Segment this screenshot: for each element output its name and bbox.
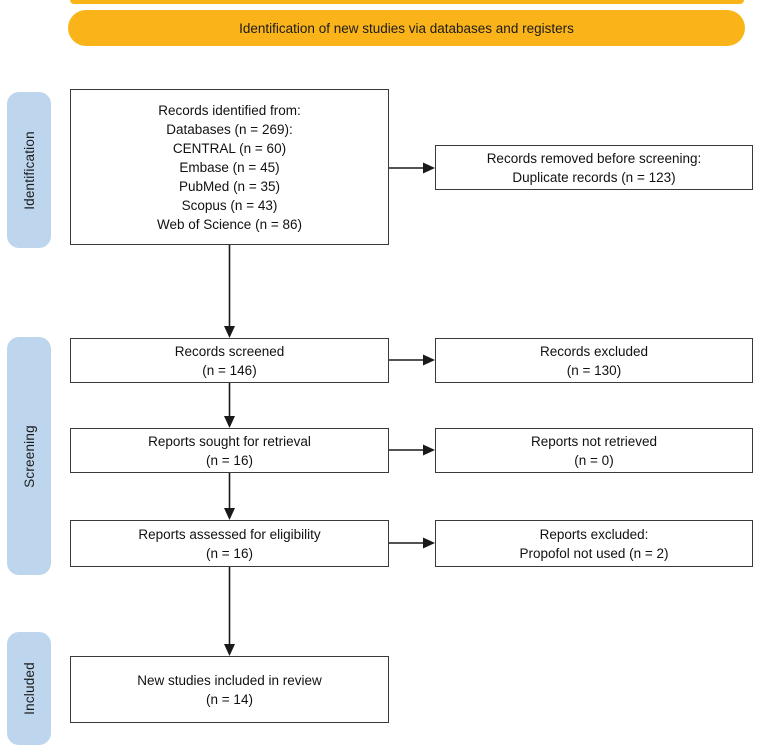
stage-identification-label: Identification — [21, 130, 37, 210]
arrow-screened-to-sought — [224, 383, 235, 428]
reports-excluded-line: Propofol not used (n = 2) — [519, 545, 669, 561]
box-records-identified: Records identified from: Databases (n = … — [70, 89, 389, 245]
records-identified-line: Scopus (n = 43) — [181, 197, 278, 213]
records-identified-line: Records identified from: — [158, 102, 301, 118]
records-screened-line: (n = 146) — [202, 362, 257, 378]
stage-included: Included — [7, 632, 51, 745]
arrow-identified-to-removed — [389, 162, 435, 174]
records-identified-line: Embase (n = 45) — [179, 159, 280, 175]
records-identified-line: CENTRAL (n = 60) — [172, 140, 287, 156]
box-new-studies-included: New studies included in review (n = 14) — [70, 656, 389, 723]
arrow-assessed-to-reports-excluded — [389, 537, 435, 549]
box-reports-not-retrieved: Reports not retrieved (n = 0) — [435, 428, 753, 473]
reports-not-retrieved-line: Reports not retrieved — [530, 433, 658, 449]
reports-sought-line: (n = 16) — [206, 452, 253, 468]
arrow-sought-to-assessed — [224, 473, 235, 520]
reports-sought-line: Reports sought for retrieval — [148, 433, 311, 449]
stage-screening: Screening — [7, 337, 51, 575]
records-excluded-line: Records excluded — [539, 343, 649, 359]
box-records-screened: Records screened (n = 146) — [70, 338, 389, 383]
records-removed-line: Records removed before screening: — [486, 150, 702, 166]
records-identified-line: Databases (n = 269): — [166, 121, 293, 137]
box-records-removed: Records removed before screening: Duplic… — [435, 145, 753, 190]
box-reports-assessed: Reports assessed for eligibility (n = 16… — [70, 520, 389, 567]
arrow-sought-to-not-retrieved — [389, 444, 435, 456]
arrow-identified-to-screened — [224, 245, 235, 338]
arrow-screened-to-excluded — [389, 354, 435, 366]
records-identified-line: PubMed (n = 35) — [179, 178, 280, 194]
reports-assessed-line: (n = 16) — [206, 545, 253, 561]
cropped-banner-strip — [70, 0, 744, 4]
arrow-assessed-to-included — [224, 567, 235, 656]
new-studies-included-line: New studies included in review — [137, 672, 322, 688]
banner: Identification of new studies via databa… — [68, 10, 745, 46]
records-removed-line: Duplicate records (n = 123) — [512, 169, 676, 185]
reports-excluded-line: Reports excluded: — [539, 526, 649, 542]
records-screened-line: Records screened — [174, 343, 285, 359]
stage-identification: Identification — [7, 92, 51, 248]
stage-screening-label: Screening — [21, 424, 37, 488]
records-identified-line: Web of Science (n = 86) — [157, 216, 302, 232]
reports-assessed-line: Reports assessed for eligibility — [138, 526, 321, 542]
reports-not-retrieved-line: (n = 0) — [574, 452, 614, 468]
banner-label: Identification of new studies via databa… — [239, 20, 574, 36]
box-reports-excluded: Reports excluded: Propofol not used (n =… — [435, 520, 753, 567]
box-reports-sought: Reports sought for retrieval (n = 16) — [70, 428, 389, 473]
box-records-excluded: Records excluded (n = 130) — [435, 338, 753, 383]
new-studies-included-line: (n = 14) — [206, 691, 253, 707]
records-excluded-line: (n = 130) — [566, 362, 622, 378]
stage-included-label: Included — [21, 662, 37, 715]
